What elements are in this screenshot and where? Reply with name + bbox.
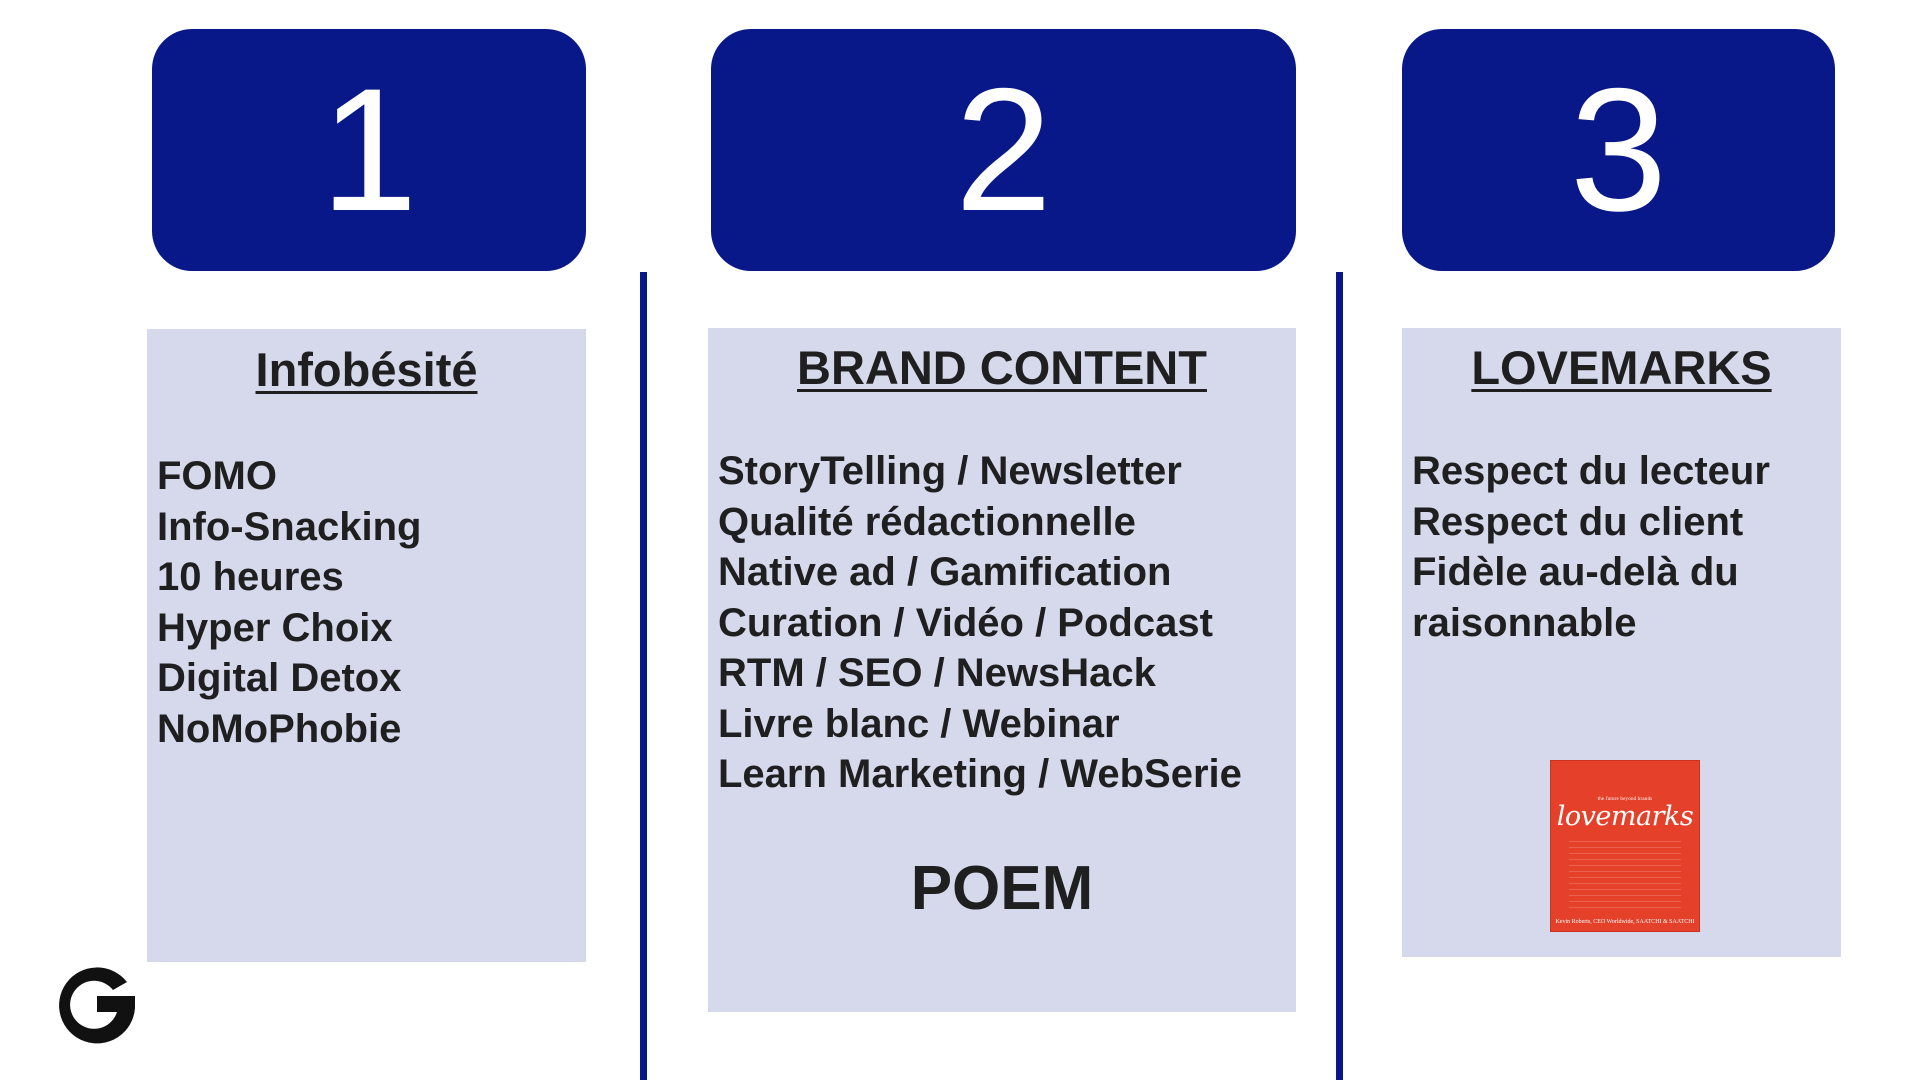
list-item: Digital Detox (157, 656, 402, 700)
list-item: RTM / SEO / NewsHack (718, 651, 1156, 695)
list-item: Livre blanc / Webinar (718, 701, 1120, 746)
list-item: Respect du lecteur (1412, 449, 1770, 493)
list-item: Learn Marketing / WebSerie (718, 752, 1242, 796)
list-item: Respect du client (1412, 499, 1744, 544)
column-3-panel: LOVEMARKS Respect du lecteur Respect du … (1402, 328, 1841, 957)
list-item: Qualité rédactionnelle (718, 499, 1136, 544)
list-item: Info-Snacking (157, 504, 422, 549)
list-item: NoMoPhobie (157, 706, 402, 751)
list-item: Curation / Vidéo / Podcast (718, 600, 1213, 645)
list-item: StoryTelling / Newsletter (718, 449, 1182, 493)
list-item: Fidèle au-delà du (1412, 550, 1739, 594)
column-1-panel: Infobésité FOMO Info-Snacking 10 heures … (147, 329, 586, 962)
column-divider-right (1336, 272, 1343, 1080)
column-1-title: Infobésité (255, 343, 478, 396)
book-cover-texture (1569, 841, 1681, 911)
column-divider-left (640, 272, 647, 1080)
column-2-number: 2 (711, 29, 1296, 271)
column-3-title: LOVEMARKS (1471, 341, 1772, 394)
column-1-number: 1 (152, 29, 586, 271)
column-3-list: Respect du lecteur Respect du client Fid… (1412, 446, 1770, 648)
lovemarks-book-cover: the future beyond brands lovemarks Kevin… (1550, 760, 1700, 932)
column-3-number: 3 (1402, 29, 1835, 271)
list-item: Hyper Choix (157, 605, 393, 650)
list-item: FOMO (157, 454, 277, 498)
column-2-panel: BRAND CONTENT StoryTelling / Newsletter … (708, 328, 1296, 1012)
column-2-list: StoryTelling / Newsletter Qualité rédact… (718, 446, 1242, 800)
list-item: Native ad / Gamification (718, 550, 1172, 594)
book-title: lovemarks (1556, 801, 1694, 832)
column-2-title: BRAND CONTENT (797, 341, 1207, 394)
g-logo-icon (59, 967, 135, 1044)
column-1-list: FOMO Info-Snacking 10 heures Hyper Choix… (157, 451, 421, 754)
book-author: Kevin Roberts, CEO Worldwide, SAATCHI & … (1555, 919, 1695, 925)
list-item: raisonnable (1412, 600, 1637, 645)
list-item: 10 heures (157, 555, 344, 599)
poem-label: POEM (910, 854, 1094, 923)
book-tagline: the future beyond brands (1597, 797, 1653, 802)
